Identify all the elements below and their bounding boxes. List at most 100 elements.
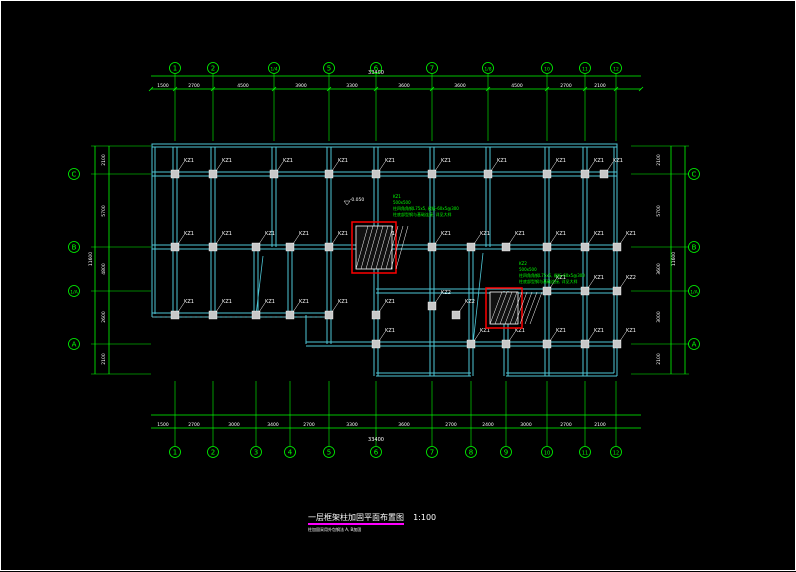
- hatch-line: [375, 225, 389, 270]
- column-tag: KZ1: [594, 231, 604, 237]
- column-tag: KZ1: [515, 231, 525, 237]
- dim-left-segment: 2100: [101, 353, 107, 365]
- column-leader: [549, 161, 557, 172]
- column-tag: KZ1: [556, 231, 566, 237]
- dim-bottom-segment: 2700: [445, 422, 457, 428]
- drawing-title-block: 一层框架柱加固平面布置图 1:100 柱加固采用外包钢法 A, B加固: [308, 505, 436, 533]
- column: [427, 301, 437, 311]
- dim-top-segment: 2700: [560, 83, 572, 89]
- axis-bubble: [323, 446, 335, 458]
- axis-bubble: [426, 446, 438, 458]
- dim-left-segment: 2100: [101, 154, 107, 166]
- column: [324, 169, 334, 179]
- axis-bubble: [688, 168, 700, 180]
- detail-note: 柱底部型钢与基础连接, 详见大样: [393, 211, 452, 217]
- axis-bubble: [426, 62, 438, 74]
- column-leader: [378, 302, 386, 313]
- column-tag: KZ1: [626, 231, 636, 237]
- hatch-line: [365, 225, 379, 270]
- column: [285, 242, 295, 252]
- column-tag: KZ1: [385, 328, 395, 334]
- column-tag: KZ1: [480, 231, 490, 237]
- axis-bubble: [250, 446, 262, 458]
- dim-top-segment: 3600: [398, 83, 410, 89]
- axis-label-bottom: 10: [544, 451, 550, 457]
- axis-label-left: B: [72, 244, 77, 252]
- detail-callout-2: [485, 287, 543, 329]
- column-leader: [606, 161, 614, 172]
- dimension-tick: [326, 86, 332, 92]
- detail-callout-1: [351, 221, 409, 274]
- dim-top-segment: 1500: [157, 83, 169, 89]
- axis-label-left: 1/A: [70, 290, 78, 296]
- axis-label-top: 1/8: [484, 67, 491, 73]
- column-leader: [258, 234, 266, 245]
- column-leader: [619, 234, 627, 245]
- axis-bubble: [579, 62, 591, 74]
- axis-bubble: [541, 446, 553, 458]
- dim-top-segment: 4500: [237, 83, 249, 89]
- column: [501, 339, 511, 349]
- column-leader: [434, 234, 442, 245]
- dim-bottom-segment: 3400: [267, 422, 279, 428]
- axis-bubble: [370, 446, 382, 458]
- dim-left-segment: 2600: [101, 311, 107, 323]
- dimension-tick: [172, 86, 178, 92]
- column: [542, 169, 552, 179]
- axis-bubble: [688, 241, 700, 253]
- axis-label-left: C: [72, 171, 77, 179]
- axis-label-right: 1/A: [690, 290, 698, 296]
- axis-bubble: [207, 446, 219, 458]
- dim-bottom-segment: 2400: [482, 422, 494, 428]
- column: [208, 169, 218, 179]
- detail-note: 柱四角角钢L75x5, 缀板-60x5@300: [393, 205, 459, 211]
- dimension-tick: [485, 86, 491, 92]
- axis-label-right: A: [692, 341, 697, 349]
- column: [324, 310, 334, 320]
- axis-label-top: 1/4: [270, 67, 277, 73]
- column-tag: KZ1: [556, 275, 566, 281]
- detail-note: 柱四角角钢L75x5, 缀板-60x5@300: [519, 272, 585, 278]
- column: [427, 242, 437, 252]
- column: [251, 310, 261, 320]
- dim-right-segment: 5700: [656, 205, 662, 217]
- detail-note: KZ2: [519, 261, 527, 266]
- dim-bottom-segment: 3000: [228, 422, 240, 428]
- hatch-line: [524, 291, 538, 325]
- column: [580, 169, 590, 179]
- column: [612, 339, 622, 349]
- hatch-line: [360, 225, 374, 270]
- axis-grid: [91, 74, 689, 446]
- dim-right-segment: 3000: [656, 311, 662, 323]
- column-leader: [292, 234, 300, 245]
- column: [599, 169, 609, 179]
- column-tag: KZ1: [338, 231, 348, 237]
- dim-bottom-total: 33400: [368, 437, 384, 443]
- axis-bubble: [68, 338, 80, 350]
- column-leader: [587, 278, 595, 289]
- axis-label-bottom: 9: [504, 449, 508, 457]
- hatch-line: [499, 291, 513, 325]
- column-leader: [619, 278, 627, 289]
- column-tag: KZ1: [626, 328, 636, 334]
- dimension-tick: [638, 86, 644, 92]
- column-tag: KZ1: [497, 158, 507, 164]
- column-leader: [508, 331, 516, 342]
- column-leader: [549, 331, 557, 342]
- column-tag: KZ1: [265, 231, 275, 237]
- axis-label-bottom: 5: [327, 449, 331, 457]
- axis-label-top: 11: [582, 67, 588, 73]
- column: [285, 310, 295, 320]
- dimension-tick: [373, 86, 379, 92]
- column: [324, 242, 334, 252]
- axis-bubble: [610, 62, 622, 74]
- column-leader: [331, 161, 339, 172]
- column: [501, 242, 511, 252]
- axis-bubble: [465, 446, 477, 458]
- hatch-line: [370, 225, 384, 270]
- axis-label-top: 1: [173, 65, 177, 73]
- axis-bubble: [541, 62, 553, 74]
- dim-top-segment: 4500: [511, 83, 523, 89]
- dim-bottom-segment: 1500: [157, 422, 169, 428]
- beam-outline: [151, 143, 618, 148]
